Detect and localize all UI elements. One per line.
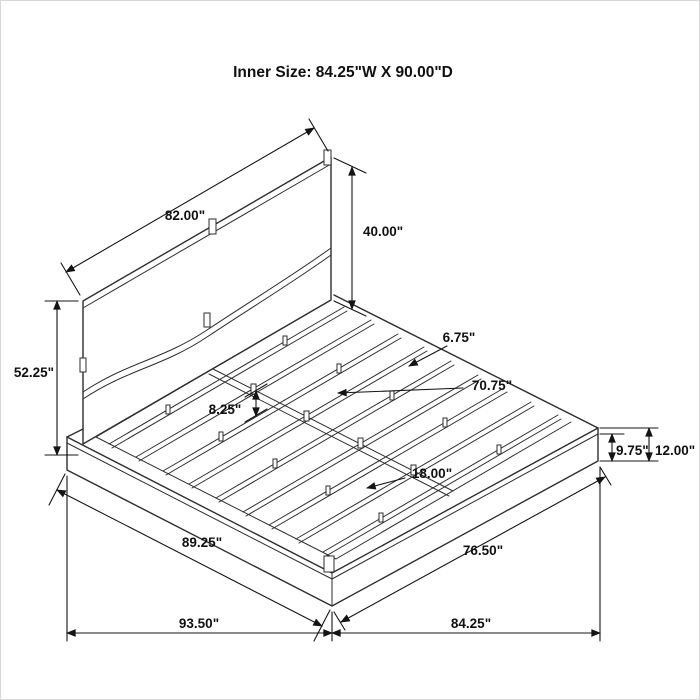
dim-label-headboard-floor-height: 52.25": [14, 365, 54, 380]
dimension-headboard-floor-height: 52.25": [14, 300, 79, 456]
dim-label-slat-spacing: 8.25": [209, 402, 242, 417]
headboard-bracket: [323, 149, 332, 166]
dim-label-center-support: 18.00": [412, 466, 452, 481]
slat-clip: [496, 444, 502, 455]
slat-clip: [336, 363, 342, 374]
dimension-slat-spacing: 8.25": [209, 383, 268, 423]
dimension-platform-height: 12.00": [599, 427, 695, 462]
rail-bracket: [303, 410, 310, 422]
rail-bracket: [410, 464, 417, 476]
dim-label-platform-front-width: 76.50": [463, 543, 503, 558]
dimension-headboard-width: 82.00": [60, 118, 329, 296]
slat-clip: [282, 335, 288, 346]
dim-label-overall-width: 84.25": [451, 616, 491, 631]
slat-clip: [389, 390, 395, 401]
dimension-platform-side-depth: 89.25": [48, 473, 331, 642]
dimension-rail-width: 6.75": [408, 330, 476, 367]
slat-clip: [272, 458, 278, 469]
slat-clip: [218, 431, 224, 442]
deck-inner-edges: [95, 421, 572, 560]
dim-label-rail-width: 6.75": [443, 330, 476, 345]
dimension-headboard-height: 40.00": [333, 157, 403, 317]
dim-label-headboard-height: 40.00": [363, 224, 403, 239]
dim-label-base-height: 9.75": [616, 443, 649, 458]
dim-label-platform-side-depth: 89.25": [182, 535, 222, 550]
dim-label-headboard-width: 82.00": [165, 208, 205, 223]
slat-clip: [378, 512, 384, 523]
headboard-seam-lower: [82, 254, 332, 400]
headboard-bracket: [208, 218, 217, 235]
headboard-bracket: [79, 357, 87, 373]
deck-back-edge: [95, 299, 332, 438]
dimension-slat-length: 70.75": [337, 378, 512, 397]
slat-clip: [442, 417, 448, 428]
front-rail-bracket: [323, 555, 335, 573]
dim-label-platform-height: 12.00": [655, 443, 695, 458]
dim-label-slat-length: 70.75": [472, 378, 512, 393]
dimension-platform-front-width: 76.50": [333, 466, 612, 631]
slat-clip: [165, 404, 171, 415]
dim-label-overall-depth: 93.50": [179, 616, 219, 631]
headboard-bracket: [203, 312, 211, 328]
base-top-back-right-edge: [333, 294, 599, 429]
base-top-back-left-edge: [66, 428, 84, 438]
slat-clip: [325, 485, 331, 496]
dimension-overall-width: 84.25": [331, 466, 601, 642]
inner-size-title: Inner Size: 84.25"W X 90.00"D: [233, 64, 453, 81]
rail-bracket: [357, 437, 364, 449]
